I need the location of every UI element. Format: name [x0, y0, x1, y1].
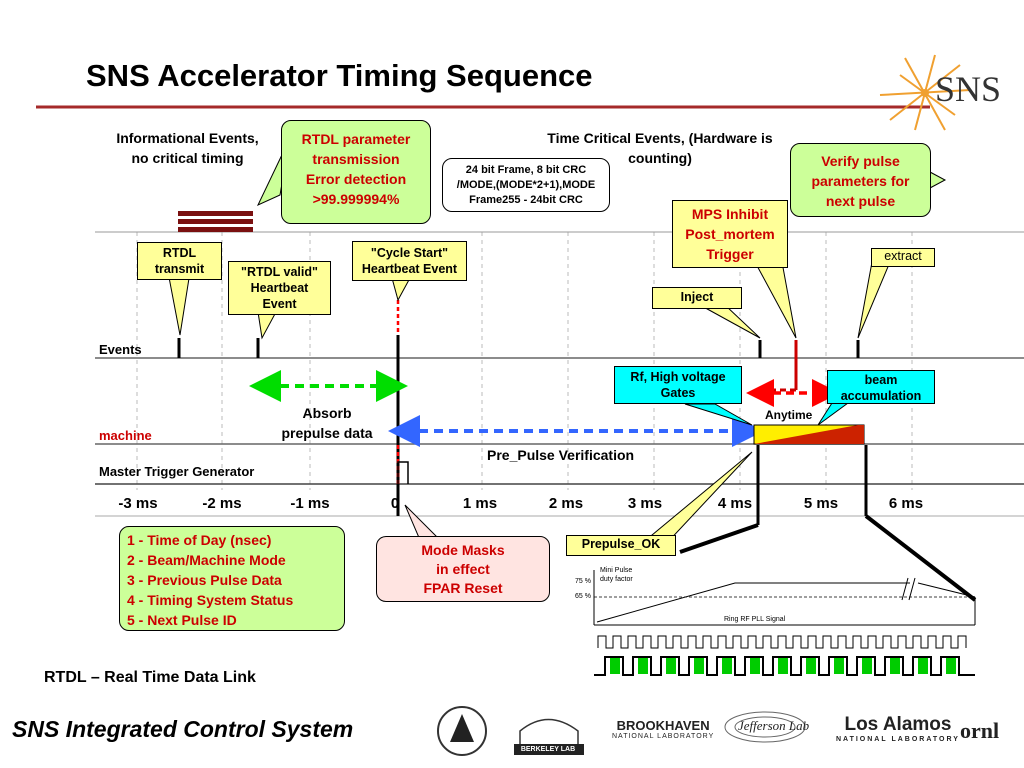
- gate-pulse-fill: [890, 658, 900, 674]
- gate-pulse-fill: [918, 658, 928, 674]
- axis-tick-label: 0: [390, 495, 400, 512]
- axis-tick-label: -3 ms: [118, 495, 158, 512]
- berkeley-logo-text: BERKELEY LAB: [520, 746, 576, 753]
- jefferson-logo-text: Jefferson Lab: [738, 718, 810, 733]
- sns-logo-text: SNS: [935, 69, 1002, 109]
- gate-pulse-fill: [862, 658, 872, 674]
- list-item: 5 - Next Pulse ID: [127, 612, 237, 628]
- list-item: 1 - Time of Day (nsec): [127, 532, 272, 548]
- list-item: 4 - Timing System Status: [127, 592, 294, 608]
- inject-callout: Inject: [652, 287, 742, 309]
- gate-pulse-fill: [722, 658, 732, 674]
- prepulse-ok-callout: Prepulse_OK: [566, 535, 676, 556]
- gate-pulse-fill: [750, 658, 760, 674]
- list-item: 2 - Beam/Machine Mode: [127, 552, 286, 568]
- pre-pulse-label: Pre_Pulse Verification: [487, 447, 635, 463]
- machine-block: [753, 424, 865, 445]
- gate-pulse-fill: [946, 658, 956, 674]
- mini-pulse-panel: [593, 570, 976, 626]
- cycle-start-callout: "Cycle Start"Heartbeat Event: [352, 241, 467, 281]
- footer-title: SNS Integrated Control System: [12, 716, 354, 742]
- ornl-logo: ornl: [960, 718, 1000, 743]
- axis-tick-label: -1 ms: [290, 495, 330, 512]
- rtdl-definition: RTDL – Real Time Data Link: [44, 669, 256, 686]
- rtdl-list-box: 1 - Time of Day (nsec) 2 - Beam/Machine …: [119, 526, 345, 631]
- master-trigger-label: Master Trigger Generator: [99, 464, 255, 479]
- gate-pulse-fill: [834, 658, 844, 674]
- sns-logo: [879, 54, 971, 131]
- gate-pulse-fill: [778, 658, 788, 674]
- axis-tick-label: 6 ms: [888, 495, 924, 512]
- gate-pulse-fill: [638, 658, 648, 674]
- list-item: 3 - Previous Pulse Data: [127, 572, 282, 588]
- pct-65-label: 65 %: [575, 593, 591, 600]
- gate-pulse-fill: [806, 658, 816, 674]
- rtdl-frame-bars: [178, 211, 253, 232]
- informational-header: Informational Events,no critical timing: [116, 130, 259, 166]
- berkeley-logo: [514, 718, 584, 755]
- jefferson-logo: [724, 711, 806, 743]
- axis-tick-label: -2 ms: [202, 495, 242, 512]
- gate-pulse-fill: [694, 658, 704, 674]
- axis-tick-label: 1 ms: [462, 495, 498, 512]
- axis-tick-label: 4 ms: [717, 495, 753, 512]
- gate-pulse-fill: [610, 658, 620, 674]
- page-title: SNS Accelerator Timing Sequence: [86, 58, 593, 93]
- argonne-logo: [437, 706, 487, 756]
- pct-75-label: 75 %: [575, 578, 591, 585]
- frame-callout: 24 bit Frame, 8 bit CRC/MODE,(MODE*2+1),…: [442, 158, 610, 212]
- extract-callout: extract: [871, 248, 935, 267]
- axis-tick-label: 3 ms: [627, 495, 663, 512]
- brookhaven-logo: BROOKHAVEN NATIONAL LABORATORY: [612, 718, 715, 740]
- ring-rf-label: Ring RF PLL Signal: [724, 616, 786, 623]
- axis-tick-label: 2 ms: [548, 495, 584, 512]
- los-alamos-logo: Los Alamos NATIONAL LABORATORY: [836, 714, 960, 743]
- time-gridlines: [136, 232, 913, 490]
- axis-tick-label: 5 ms: [803, 495, 839, 512]
- gate-pulses: [594, 656, 975, 676]
- ring-rf-signal: [597, 635, 967, 649]
- gate-pulse-fill: [666, 658, 676, 674]
- machine-row-label: machine: [99, 428, 152, 443]
- events-row-label: Events: [99, 342, 142, 357]
- anytime-label: Anytime: [765, 408, 813, 422]
